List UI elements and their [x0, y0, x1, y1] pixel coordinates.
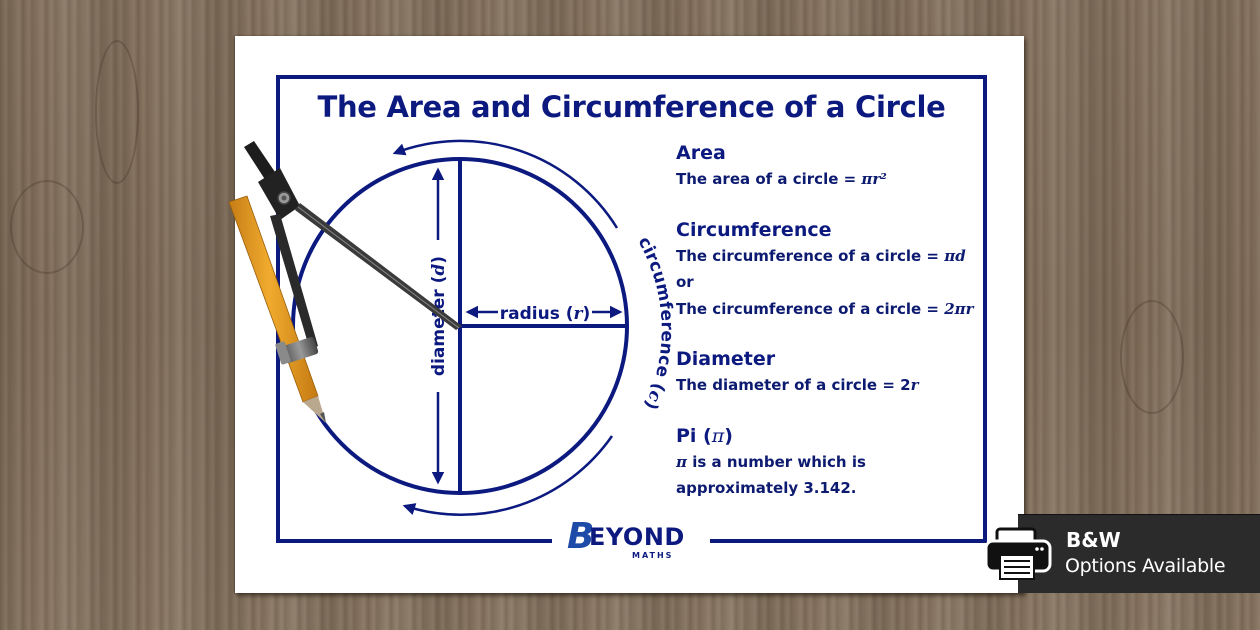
info-panel: Area The area of a circle = πr² Circumfe… — [676, 140, 976, 526]
circumference-formula-2: The circumference of a circle = 2πr — [676, 299, 974, 318]
diameter-label: diameter (d) — [429, 256, 449, 376]
poster-paper — [235, 36, 1024, 593]
circumference-arc-top — [392, 139, 619, 229]
heading-circumference: Circumference — [676, 218, 832, 241]
beyond-maths-logo: B EYOND MATHS — [552, 516, 710, 564]
heading-pi: Pi (π) — [676, 424, 733, 447]
diameter-formula: The diameter of a circle = 2r — [676, 376, 919, 394]
heading-diameter: Diameter — [676, 348, 776, 370]
compass-illustration — [244, 141, 462, 365]
area-formula: The area of a circle = πr² — [676, 170, 887, 188]
heading-area: Area — [676, 142, 726, 164]
logo-word: EYOND — [589, 523, 685, 551]
radius-label: radius (r) — [500, 304, 591, 324]
poster-title: The Area and Circumference of a Circle — [317, 90, 946, 124]
pi-description-1: π is a number which is — [676, 452, 866, 471]
circumference-arc-bottom — [402, 435, 614, 516]
wood-knot — [95, 40, 139, 184]
circumference-formula-1: The circumference of a circle = πd — [676, 246, 966, 265]
bw-options-badge — [1018, 514, 1260, 593]
circumference-label: circumference (c) — [634, 234, 677, 413]
badge-subtitle: Options Available — [1065, 555, 1226, 577]
logo-initial: B — [567, 516, 595, 557]
badge-title: B&W — [1066, 528, 1121, 552]
wood-knot — [10, 180, 84, 274]
printer-icon — [984, 527, 1052, 580]
section-circumference: Circumference The circumference of a cir… — [676, 217, 976, 323]
circumference-or: or — [676, 273, 694, 291]
section-pi: Pi (π) π is a number which is approximat… — [676, 423, 976, 502]
section-area: Area The area of a circle = πr² — [676, 140, 976, 193]
section-diameter: Diameter The diameter of a circle = 2r — [676, 346, 976, 399]
wood-knot — [1120, 300, 1184, 414]
logo-subtitle: MATHS — [632, 551, 674, 560]
pi-description-2: approximately 3.142. — [676, 479, 857, 497]
